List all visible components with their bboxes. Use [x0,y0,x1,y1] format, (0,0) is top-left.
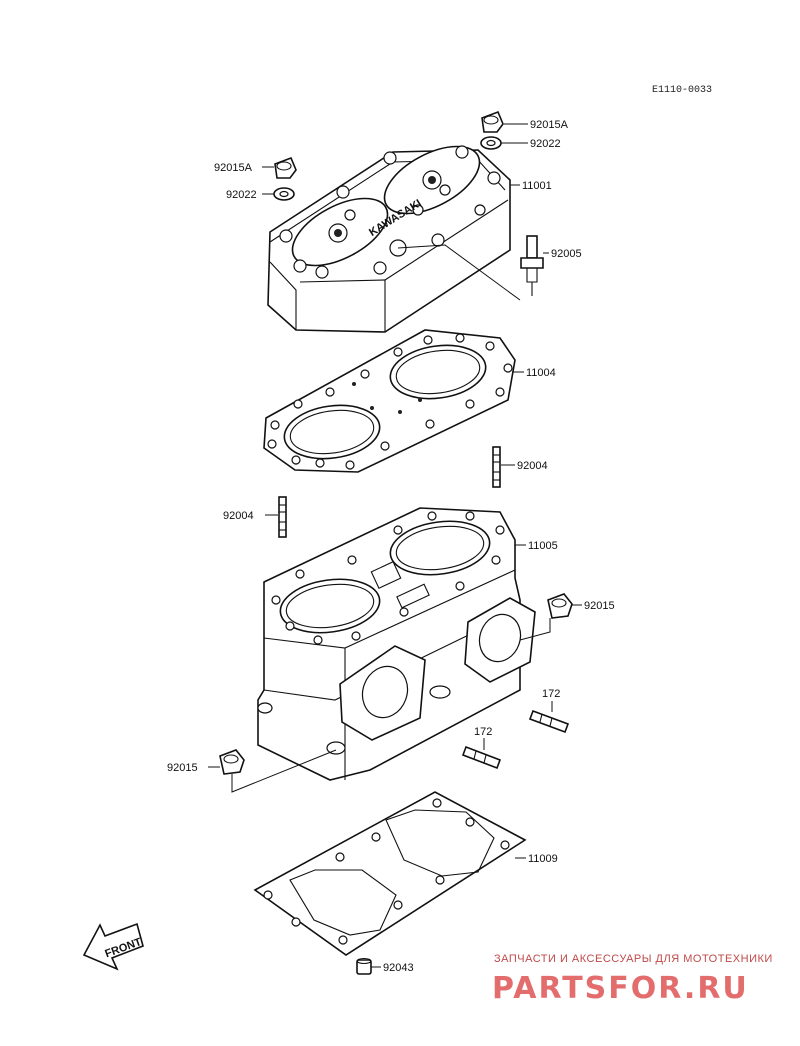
label-11005: 11005 [528,540,558,552]
plug-leader [397,244,521,301]
washer-92022-right [480,136,502,150]
diagram-code: E1110-0033 [652,85,712,96]
stud-92004-left [278,496,287,538]
nut-92015a-left [274,156,297,179]
label-92005: 92005 [551,248,582,260]
cylinder-block [257,507,536,781]
label-172-left: 172 [474,726,492,738]
dowel-92043 [356,957,372,975]
label-11004: 11004 [526,367,556,379]
nut-left-leader [231,749,337,793]
label-92015a-left: 92015A [214,162,253,174]
front-arrow: FRONT [82,922,144,971]
spark-plug [520,235,544,296]
pin-172-right [528,709,570,734]
label-92022-left: 92022 [226,189,257,201]
label-92015-left: 92015 [167,762,198,774]
watermark-caption: ЗАПЧАСТИ И АКСЕССУАРЫ ДЛЯ МОТОТЕХНИКИ [494,953,773,965]
cylinder-head: KAWASAKI [267,145,511,333]
stud-92004-right [492,446,501,488]
label-11001: 11001 [522,180,552,192]
label-92004-left: 92004 [223,510,254,522]
pin-172-left [461,745,502,770]
label-92004-right: 92004 [517,460,548,472]
washer-92022-left [273,187,295,201]
label-92015a-right: 92015A [530,119,569,131]
label-92043: 92043 [383,962,414,974]
label-92015-right: 92015 [584,600,615,612]
nut-92015a-right [481,110,504,133]
nut-92015-right [547,593,573,619]
watermark-brand: PARTSFOR.RU [492,971,749,1006]
base-gasket [253,791,527,956]
label-172-right: 172 [542,688,560,700]
nut-right-leader [519,618,551,641]
label-11009: 11009 [528,853,558,865]
nut-92015-left [219,749,245,775]
head-gasket [263,329,516,473]
label-92022-right: 92022 [530,138,561,150]
